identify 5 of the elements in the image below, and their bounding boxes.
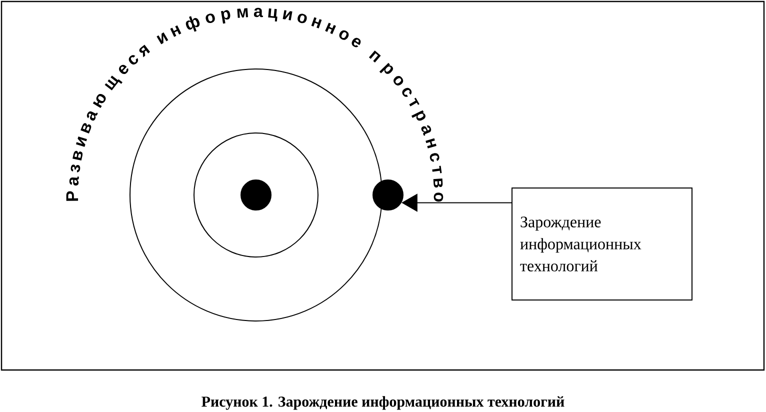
curved-text: Развивающеся информационное пространство	[66, 8, 444, 202]
text-box: Зарождение информационных технологий	[512, 188, 692, 300]
dot	[240, 180, 272, 210]
circle	[194, 132, 318, 258]
caption: Рисунок 1. Зарождение информационных технологий	[202, 396, 564, 410]
